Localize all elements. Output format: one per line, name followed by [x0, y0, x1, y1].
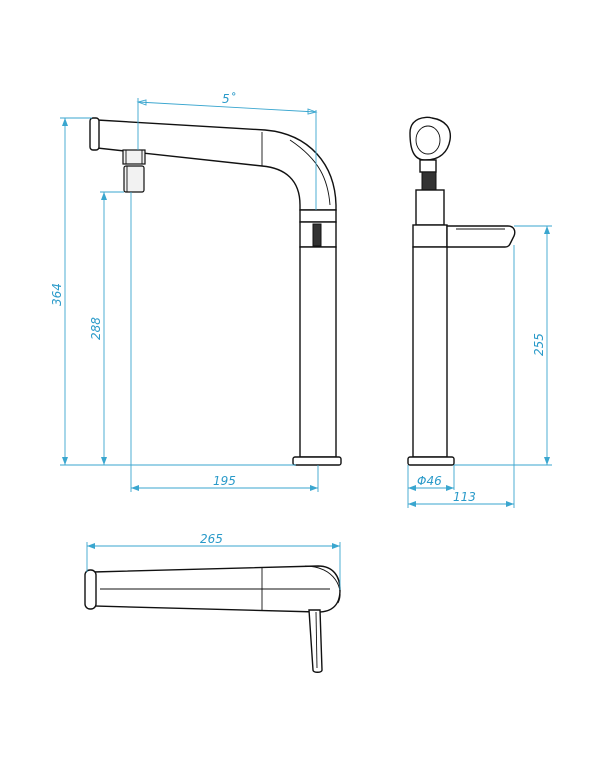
top-length-label: 265: [200, 532, 223, 546]
side-column-upper: [415, 189, 445, 226]
side-view: [407, 116, 516, 466]
body-ring-detail: [312, 223, 322, 247]
dimension-lines: [60, 98, 552, 590]
body-column: [299, 246, 337, 458]
side-head: [409, 116, 452, 161]
front-view: [89, 117, 342, 466]
side-base: [407, 456, 455, 466]
aerator-neck: [122, 149, 146, 165]
top-spout-cap: [84, 569, 97, 610]
top-lever-line: [315, 611, 318, 669]
spout-arm: [96, 119, 337, 211]
base-plate: [292, 456, 342, 466]
spout-curve-inner: [289, 139, 331, 206]
side-nozzle: [421, 171, 437, 191]
angle-label: 5˚: [222, 91, 236, 106]
reach-label: 195: [213, 474, 236, 488]
side-head-inner: [415, 125, 441, 155]
spout-end-cap: [89, 117, 100, 151]
side-collar: [412, 224, 448, 248]
spout-height-label: 288: [89, 317, 103, 340]
body-collar: [299, 209, 337, 223]
top-base-arc: [304, 565, 341, 604]
base-diameter-label: Φ46: [417, 474, 442, 488]
lever-height-label: 255: [532, 333, 546, 356]
total-height-label: 364: [50, 283, 64, 306]
angle-dim-line: [137, 101, 317, 113]
top-lever: [308, 609, 323, 673]
lever-handle: [446, 225, 516, 248]
side-column: [412, 246, 448, 458]
side-neck: [419, 159, 437, 173]
top-view: [84, 565, 341, 673]
side-depth-label: 113: [453, 490, 476, 504]
aerator-nozzle: [123, 165, 145, 193]
dimension-labels: 5˚ 364 288 195 255 Φ46 113 265: [50, 91, 546, 546]
